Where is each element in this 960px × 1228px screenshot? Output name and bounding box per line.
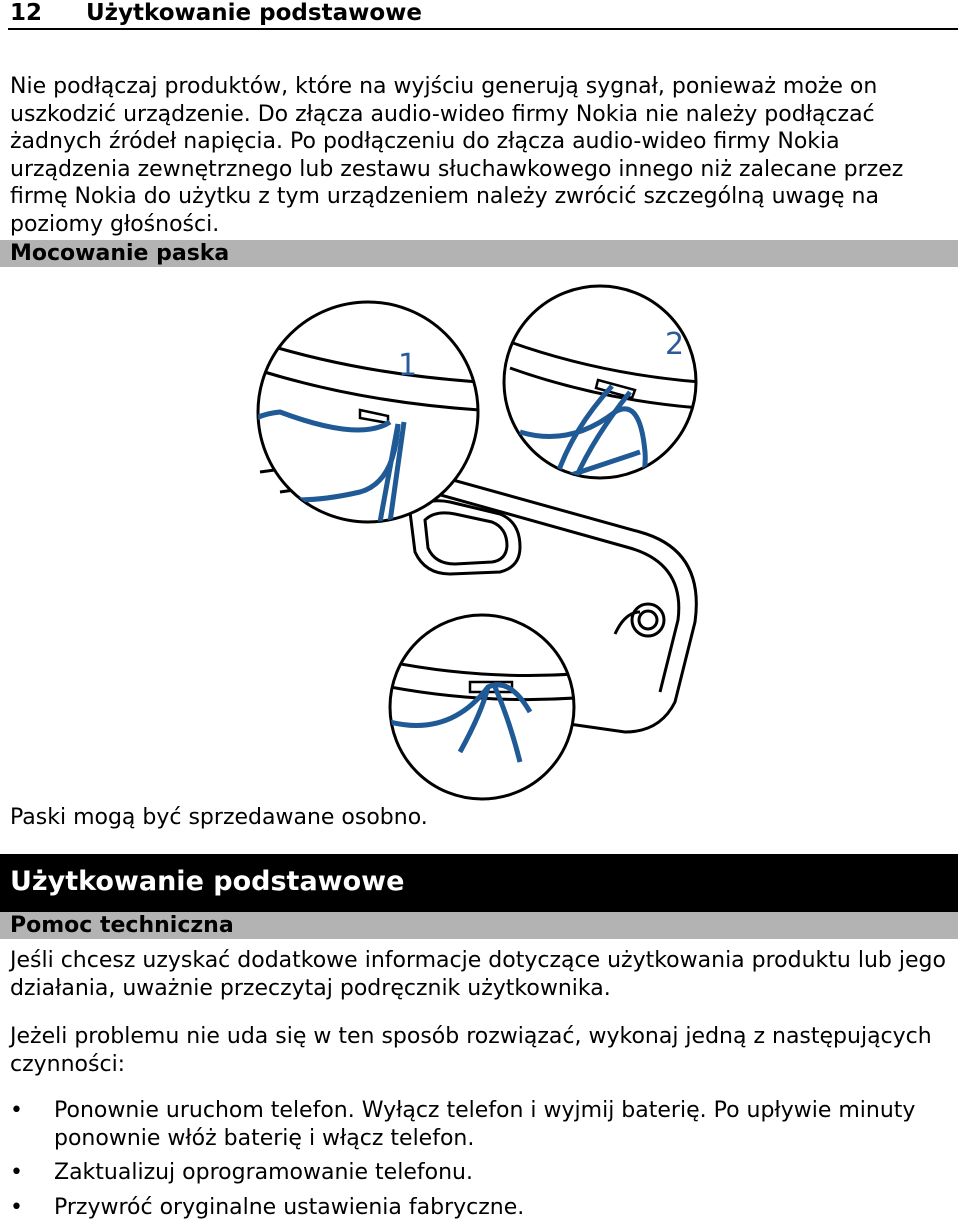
page-header: 12 Użytkowanie podstawowe (8, 0, 958, 30)
list-item-text: Przywróć oryginalne ustawienia fabryczne… (54, 1194, 525, 1220)
chapter-bar: Użytkowanie podstawowe (0, 854, 958, 912)
bullet-icon: • (10, 1194, 23, 1220)
section-bar-support: Pomoc techniczna (0, 912, 958, 939)
list-item-text: Ponownie uruchom telefon. Wyłącz telefon… (54, 1098, 916, 1151)
list-item: • Przywróć oryginalne ustawienia fabrycz… (0, 1194, 934, 1222)
support-steps-list: • Ponownie uruchom telefon. Wyłącz telef… (0, 1097, 958, 1228)
bullet-icon: • (10, 1098, 23, 1123)
list-item: • Zaktualizuj oprogramowanie telefonu. (0, 1159, 934, 1187)
page-number: 12 (10, 0, 43, 26)
strap-attachment-illustration: 1 2 (256, 284, 698, 801)
detail-circle-1 (256, 300, 480, 524)
section-heading-strap: Mocowanie paska (10, 241, 230, 266)
section-heading-support: Pomoc techniczna (10, 913, 234, 938)
chapter-title: Użytkowanie podstawowe (10, 866, 405, 897)
figure-caption: Paski mogą być sprzedawane osobno. (10, 805, 428, 830)
support-paragraph-2: Jeżeli problemu nie uda się w ten sposób… (10, 1024, 932, 1077)
detail-circle-2 (502, 284, 698, 480)
phone-body (259, 455, 698, 734)
step-number-2: 2 (665, 327, 684, 362)
list-item: • Ponownie uruchom telefon. Wyłącz telef… (0, 1097, 934, 1152)
support-paragraph-1: Jeśli chcesz uzyskać dodatkowe informacj… (10, 948, 946, 1001)
intro-paragraph: Nie podłączaj produktów, które na wyjści… (10, 74, 904, 237)
list-item-text: Zaktualizuj oprogramowanie telefonu. (54, 1160, 473, 1185)
detail-circle-3 (388, 613, 576, 801)
running-title: Użytkowanie podstawowe (86, 0, 422, 26)
step-number-1: 1 (398, 348, 417, 383)
bullet-icon: • (10, 1160, 23, 1185)
section-bar-strap: Mocowanie paska (0, 240, 958, 267)
